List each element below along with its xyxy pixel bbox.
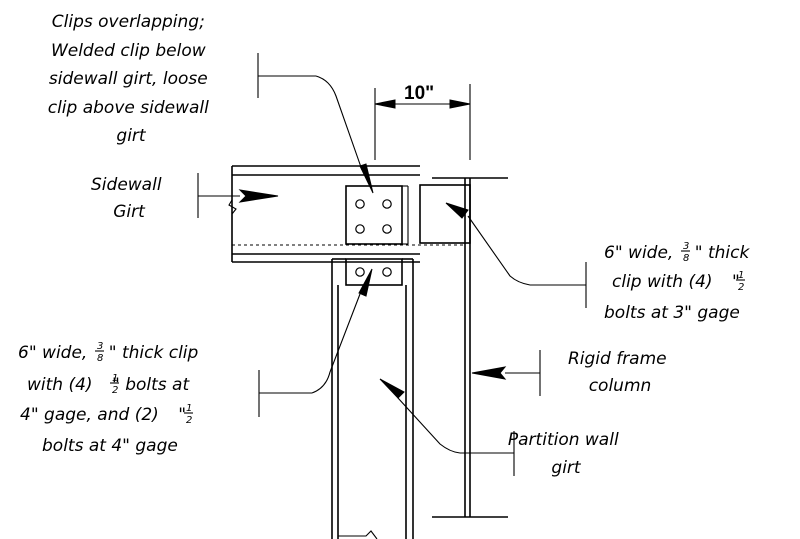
leader-left-clip (258, 268, 373, 417)
note-left-clip: 6" wide, " thick clip 3 8 with (4) " bol… (18, 341, 199, 456)
svg-text:8: 8 (683, 253, 689, 264)
note-partition-wall-girt: Partition wall girt (508, 430, 624, 478)
svg-text:clip with (4) ": clip with (4) " (612, 272, 740, 292)
bolt-hole (382, 224, 392, 234)
leader-partition-girt (379, 378, 515, 476)
bolt-hole (355, 267, 365, 277)
leader-rigid-frame (471, 350, 541, 396)
bolt-hole (355, 199, 365, 209)
svg-text:3: 3 (97, 341, 103, 352)
bolt-hole (382, 199, 392, 209)
note-right-clip: 6" wide, " thick 3 8 clip with (4) " 1 2… (604, 241, 750, 323)
partition-wall-girt (331, 258, 414, 539)
svg-text:4" gage, and (2) ": 4" gage, and (2) " (20, 405, 186, 425)
note-clips-overlapping: Clips overlapping; Welded clip below sid… (48, 12, 215, 146)
column-clip (419, 184, 471, 244)
svg-text:2: 2 (738, 282, 744, 293)
svg-text:8: 8 (97, 353, 103, 364)
leader-sidewall-girt (197, 173, 279, 218)
dimension-label: 10" (404, 83, 434, 104)
leader-right-clip (445, 202, 587, 308)
svg-text:1: 1 (186, 403, 192, 414)
svg-text:6" wide, " thick clip: 6" wide, " thick clip (18, 343, 199, 363)
loose-clip-above (345, 185, 409, 245)
svg-text:with (4) " bolts at: with (4) " bolts at (27, 375, 190, 395)
svg-text:bolts at 4" gage: bolts at 4" gage (42, 436, 178, 456)
bolt-hole (355, 224, 365, 234)
svg-text:2: 2 (186, 415, 192, 426)
note-sidewall-girt: Sidewall Girt (91, 175, 167, 222)
svg-text:1: 1 (112, 373, 118, 384)
svg-text:bolts at 3" gage: bolts at 3" gage (604, 303, 740, 323)
bolt-hole (382, 267, 392, 277)
sidewall-girt (228, 165, 465, 263)
svg-text:3: 3 (683, 241, 689, 252)
note-rigid-frame-column: Rigid frame column (568, 349, 672, 396)
leader-clips-overlapping (257, 53, 374, 194)
welded-clip-below (345, 258, 403, 286)
svg-text:2: 2 (112, 385, 118, 396)
dimension-10in: 10" (374, 83, 471, 160)
svg-text:6" wide, " thick: 6" wide, " thick (604, 243, 750, 263)
svg-text:1: 1 (738, 270, 744, 281)
